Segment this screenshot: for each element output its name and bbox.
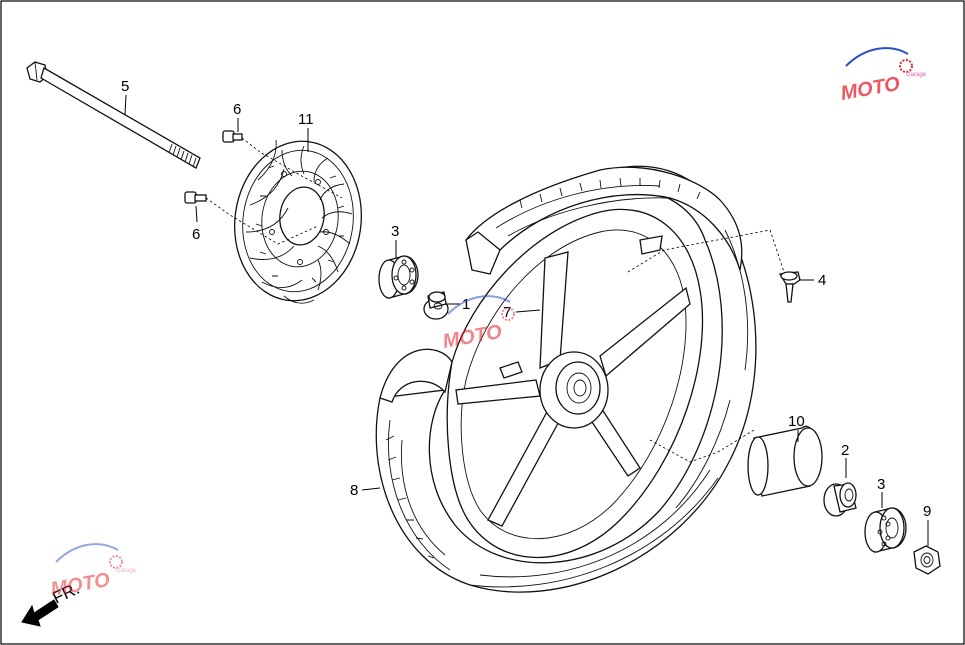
- watermark-swoosh-icon: [55, 543, 119, 563]
- callout-5: 5: [121, 78, 129, 95]
- callout-4: 4: [818, 272, 826, 289]
- wheel-bearing-right: [864, 507, 907, 553]
- callout-7: 7: [503, 304, 511, 321]
- callout-11: 11: [298, 111, 314, 128]
- assembly-lines: [205, 137, 785, 463]
- wheel-bearing-left: [378, 255, 419, 299]
- tire: [375, 165, 757, 593]
- axle-nut: [913, 545, 941, 575]
- watermark-subtext: Garage: [116, 568, 137, 574]
- brake-disc: [233, 139, 363, 304]
- watermark-gear-icon: [899, 59, 913, 73]
- callout-3-right: 3: [877, 476, 885, 493]
- front-direction-arrow-icon: [21, 599, 59, 627]
- watermark-bottom-left: MOTO Garage: [49, 543, 137, 601]
- watermark-gear-icon: [109, 555, 123, 569]
- watermark-top-right: MOTO Garage: [839, 47, 927, 105]
- collar-left: [423, 291, 449, 320]
- watermark-text: MOTO: [839, 73, 902, 105]
- axle-bolt: [26, 61, 201, 169]
- leader-lines: [124, 94, 929, 546]
- watermark-subtext: Garage: [906, 72, 927, 78]
- callout-1: 1: [462, 296, 470, 313]
- disc-bolt-upper: [222, 130, 243, 143]
- air-valve: [778, 271, 801, 303]
- callout-6-upper: 6: [233, 101, 241, 118]
- callout-9: 9: [923, 503, 931, 520]
- watermark-swoosh-icon: [845, 47, 909, 67]
- collar-right: [823, 482, 857, 517]
- distance-collar: [747, 425, 823, 497]
- callout-6-lower: 6: [192, 226, 200, 243]
- callouts: 5 6 6 11 3 1 4 7 8 10 2 3 9: [121, 78, 931, 520]
- callout-8: 8: [350, 482, 358, 499]
- disc-bolt-lower: [184, 191, 207, 204]
- callout-3-left: 3: [391, 223, 399, 240]
- watermark-gear-icon: [501, 307, 515, 321]
- callout-10: 10: [788, 413, 805, 430]
- callout-2: 2: [841, 442, 849, 459]
- watermark-swoosh-icon: [447, 295, 511, 315]
- wheel-rim: [446, 208, 704, 558]
